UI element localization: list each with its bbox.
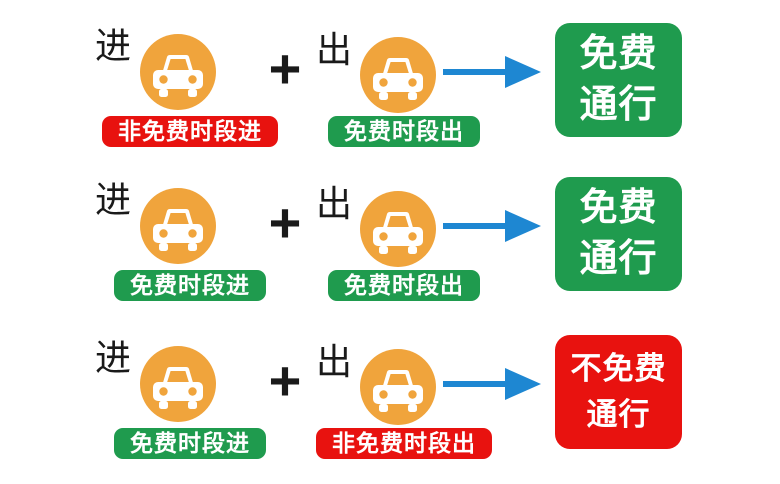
plus-sign: +: [268, 190, 302, 254]
exit-period-tag: 非免费时段出: [316, 428, 492, 459]
result-badge: 不免费 通行: [555, 335, 682, 449]
rule-row-1: 进 非免费时段进 + 出: [0, 22, 780, 172]
result-line: 通行: [579, 238, 658, 280]
result-line: 通行: [579, 84, 658, 126]
exit-label: 出: [316, 29, 353, 70]
enter-period-tag: 非免费时段进: [102, 116, 278, 147]
enter-label: 进: [95, 337, 132, 378]
result-line: 不免费: [570, 350, 667, 386]
car-icon: [140, 346, 216, 422]
car-icon: [360, 191, 436, 267]
car-icon: [140, 34, 216, 110]
result-badge: 免费 通行: [555, 23, 682, 137]
result-line: 通行: [586, 397, 651, 432]
arrow-right-icon: [443, 208, 541, 244]
exit-period-tag: 免费时段出: [328, 116, 480, 147]
exit-label: 出: [316, 341, 353, 382]
rule-row-3: 进 免费时段进 + 出: [0, 334, 780, 484]
enter-period-tag: 免费时段进: [114, 270, 266, 301]
arrow-right-icon: [443, 366, 541, 402]
enter-period-tag: 免费时段进: [114, 428, 266, 459]
car-icon: [360, 37, 436, 113]
result-line: 免费: [579, 186, 658, 229]
result-line: 免费: [579, 32, 658, 75]
car-icon: [140, 188, 216, 264]
arrow-right-icon: [443, 54, 541, 90]
rule-row-2: 进 免费时段进 + 出: [0, 176, 780, 326]
result-badge: 免费 通行: [555, 177, 682, 291]
plus-sign: +: [268, 36, 302, 100]
enter-label: 进: [95, 25, 132, 66]
plus-sign: +: [268, 348, 302, 412]
exit-label: 出: [316, 183, 353, 224]
enter-label: 进: [95, 179, 132, 220]
car-icon: [360, 349, 436, 425]
exit-period-tag: 免费时段出: [328, 270, 480, 301]
